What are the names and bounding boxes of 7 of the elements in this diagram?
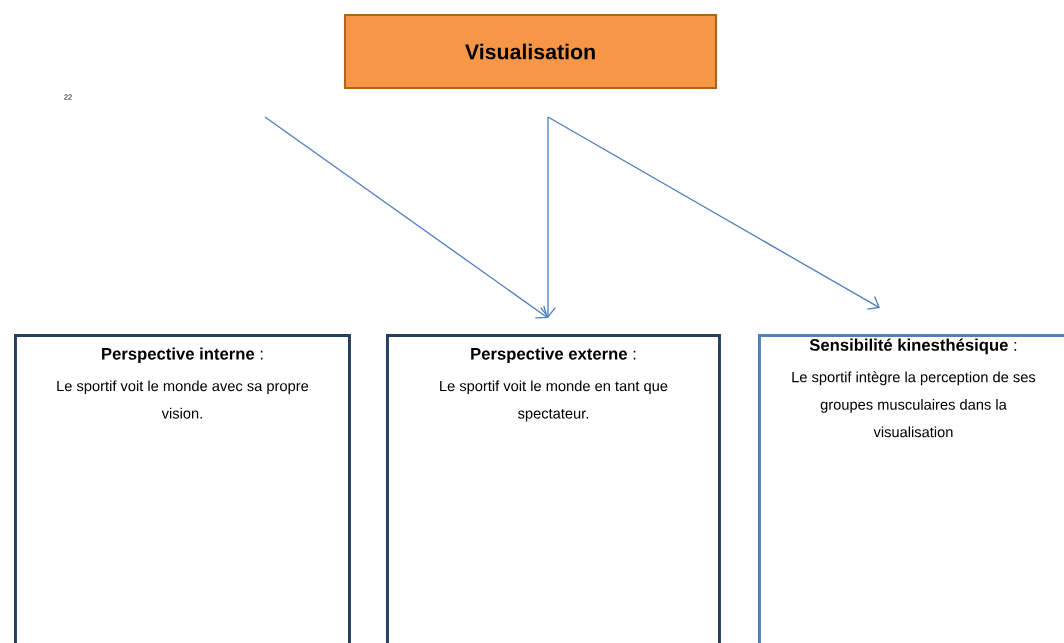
title-box: Visualisation — [343, 13, 718, 90]
arrow — [547, 116, 880, 310]
arrow — [540, 116, 556, 318]
content-box: Sensibilité kinesthésique : Le sportif intègre la perception de ses groupes musculaires dans la visualisation — [758, 334, 1064, 643]
content-box: Perspective interne : Le sportif voit le monde avec sa propre vision. — [14, 334, 351, 643]
arrow — [264, 116, 548, 319]
content-box: Perspective externe : Le sportif voit le monde en tant que spectateur. — [386, 334, 721, 643]
